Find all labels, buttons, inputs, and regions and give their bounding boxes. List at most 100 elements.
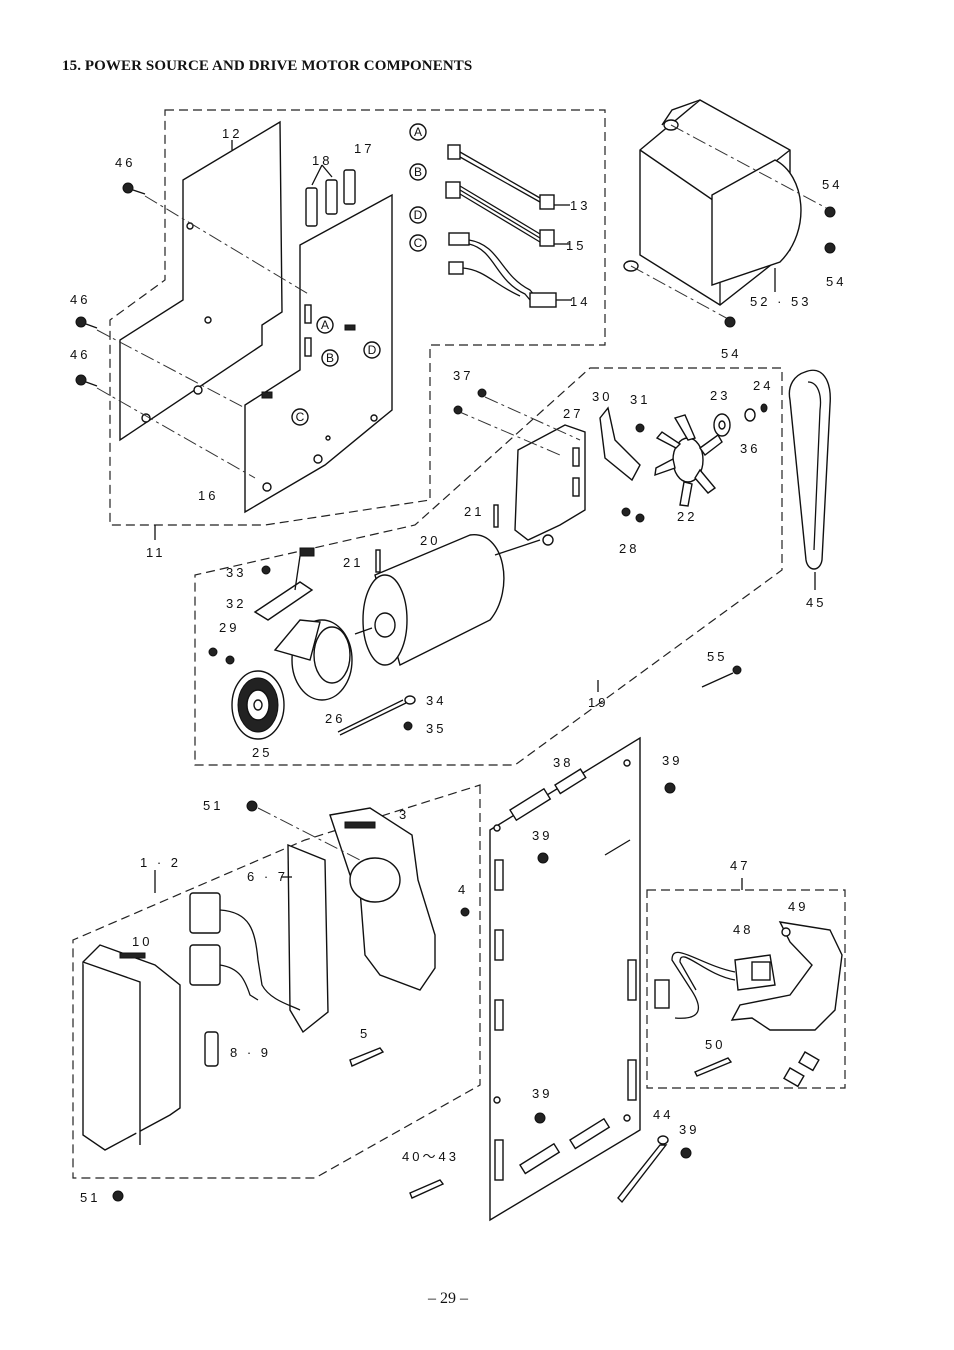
callout-49: 49 (788, 899, 808, 914)
callout-46-top: 46 (115, 155, 135, 170)
callout-12: 12 (222, 126, 242, 141)
callout-35: 35 (426, 721, 446, 736)
callout-50: 50 (705, 1037, 725, 1052)
callout-5: 5 (360, 1026, 370, 1041)
callout-26: 26 (325, 711, 345, 726)
callout-30: 30 (592, 389, 612, 404)
harness-15 (445, 181, 570, 247)
group-11-outline (109, 109, 606, 540)
page-number: – 29 – (428, 1290, 468, 1307)
callout-38: 38 (553, 755, 573, 770)
screws-39-and-tie-44 (409, 782, 692, 1204)
callout-10: 10 (132, 934, 152, 949)
callout-21-upper: 21 (464, 504, 484, 519)
pcb-12 (119, 120, 283, 442)
callout-51-top: 51 (203, 798, 223, 813)
callout-54-a: 54 (822, 177, 842, 192)
connector-d-label: D (414, 208, 423, 222)
callout-54-c: 54 (721, 346, 741, 361)
callout-39-low: 39 (532, 1086, 552, 1101)
bracket-30 (599, 406, 641, 482)
connectors-1-2 (189, 892, 301, 1011)
connector-48 (671, 951, 776, 1019)
callout-51-bottom: 51 (80, 1190, 100, 1205)
callout-23: 23 (710, 388, 730, 403)
callout-20: 20 (420, 533, 440, 548)
callout-46-mid: 46 (70, 292, 90, 307)
disc-25 (231, 670, 285, 740)
callout-6-7: 6 · 7 (247, 869, 288, 884)
leadwire-34-35 (337, 695, 416, 736)
callout-15: 15 (566, 238, 586, 253)
callout-37: 37 (453, 368, 473, 383)
connector-b-label: B (414, 165, 422, 179)
callout-22: 22 (677, 509, 697, 524)
callout-39-mid: 39 (532, 828, 552, 843)
callout-27: 27 (563, 406, 583, 421)
callout-14: 14 (570, 294, 590, 309)
transformer-52-53 (623, 99, 831, 321)
connector-a-label-2: A (321, 318, 329, 332)
callout-47: 47 (730, 858, 750, 873)
callout-18: 18 (312, 153, 332, 168)
callout-17: 17 (354, 141, 374, 156)
motor-20 (354, 504, 541, 667)
case-10 (82, 944, 181, 1151)
callout-32: 32 (226, 596, 246, 611)
group-1-2-outline (72, 784, 481, 1179)
connector-circles: A B D C A B D C (291, 123, 427, 426)
callout-44: 44 (653, 1107, 673, 1122)
callout-55: 55 (707, 649, 727, 664)
callout-19: 19 (588, 695, 608, 710)
group-47-outline (646, 878, 846, 1089)
callout-34: 34 (426, 693, 446, 708)
callout-39-top: 39 (662, 753, 682, 768)
callout-36: 36 (740, 441, 760, 456)
callout-4: 4 (458, 882, 468, 897)
washers-23-24-36 (713, 403, 768, 437)
fan-22 (654, 414, 723, 507)
callout-11: 11 (146, 545, 166, 560)
callout-3: 3 (399, 807, 409, 822)
callout-25: 25 (252, 745, 272, 760)
callout-28: 28 (619, 541, 639, 556)
plate-32 (253, 547, 315, 621)
callout-8-9: 8 · 9 (230, 1045, 271, 1060)
callout-39-bottom: 39 (679, 1122, 699, 1137)
fuse-8-9 (204, 1031, 219, 1067)
connector-a-label: A (414, 125, 422, 139)
callout-1-2: 1 · 2 (140, 855, 181, 870)
callout-21-lower: 21 (343, 555, 363, 570)
ties-50-and-standoffs (694, 1051, 820, 1088)
screws-29-33-37-28-31 (208, 388, 742, 688)
connector-d-label-2: D (368, 343, 377, 357)
page-title: 15. POWER SOURCE AND DRIVE MOTOR COMPONE… (62, 58, 473, 74)
callout-54-b: 54 (826, 274, 846, 289)
callout-13: 13 (570, 198, 590, 213)
callout-31: 31 (630, 392, 650, 407)
harness-13 (447, 144, 570, 210)
harness-14 (448, 232, 572, 308)
fuses-17-18 (305, 164, 356, 227)
callout-16: 16 (198, 488, 218, 503)
callout-46-low: 46 (70, 347, 90, 362)
callout-24: 24 (753, 378, 773, 393)
callout-48: 48 (733, 922, 753, 937)
board-6-7 (281, 843, 329, 1034)
group-19-outline (194, 367, 783, 766)
connector-b-label-2: B (326, 351, 334, 365)
pcb-16 (244, 193, 393, 514)
screws-46 (75, 182, 311, 479)
screws-54 (724, 206, 836, 328)
connector-c-label-2: C (296, 410, 305, 424)
bracket-49 (730, 921, 843, 1031)
belt-45 (788, 369, 831, 590)
ties-5-and-screws-4-51 (112, 800, 470, 1202)
bracket-3 (329, 807, 436, 991)
encoder-26 (273, 619, 353, 701)
main-board-38 (489, 736, 670, 1222)
callout-29: 29 (219, 620, 239, 635)
callout-40-43: 40～43 (402, 1149, 459, 1164)
